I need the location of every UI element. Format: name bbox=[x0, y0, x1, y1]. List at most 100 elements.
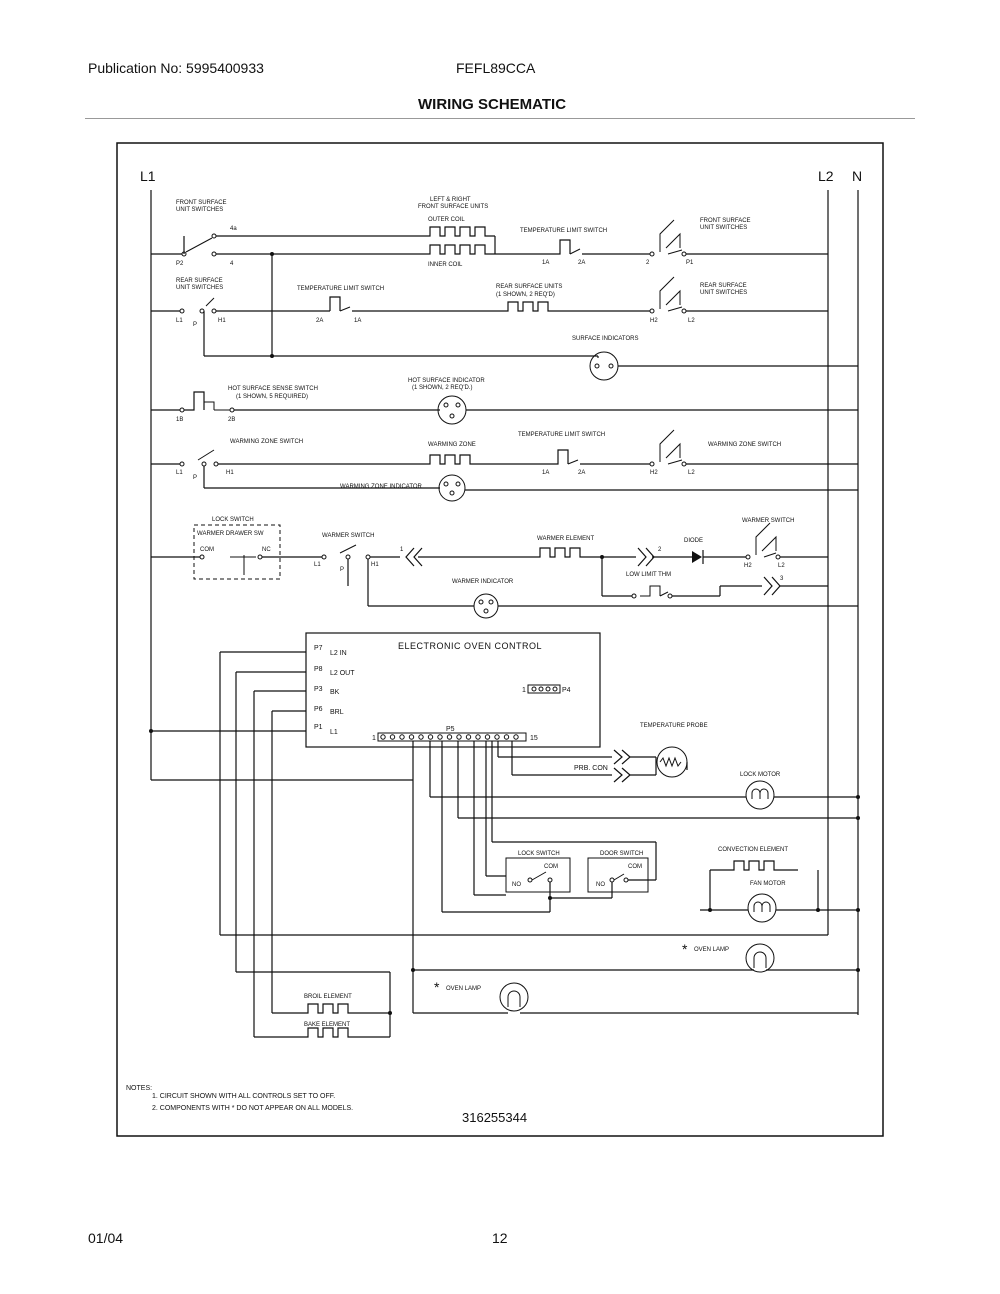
page-number: 12 bbox=[492, 1230, 508, 1246]
svg-text:BROIL ELEMENT: BROIL ELEMENT bbox=[304, 994, 352, 1000]
bus-l1-label: L1 bbox=[140, 168, 156, 184]
svg-text:L2 IN: L2 IN bbox=[330, 650, 347, 657]
svg-text:OVEN LAMP: OVEN LAMP bbox=[694, 947, 729, 953]
p5-pin bbox=[446, 734, 453, 740]
svg-text:P: P bbox=[193, 475, 197, 481]
svg-text:FAN MOTOR: FAN MOTOR bbox=[750, 881, 786, 887]
svg-text:LOCK SWITCH: LOCK SWITCH bbox=[212, 517, 254, 523]
svg-text:REAR SURFACE: REAR SURFACE bbox=[700, 283, 747, 289]
svg-text:3: 3 bbox=[780, 576, 784, 582]
svg-text:REAR SURFACE: REAR SURFACE bbox=[176, 278, 223, 284]
svg-text:2. COMPONENTS WITH * DO NOT A: 2. COMPONENTS WITH * DO NOT APPEAR ON AL… bbox=[152, 1105, 353, 1112]
svg-text:1A: 1A bbox=[354, 318, 361, 324]
svg-text:HOT SURFACE SENSE SWITCH: HOT SURFACE SENSE SWITCH bbox=[228, 386, 318, 392]
svg-text:LEFT & RIGHT: LEFT & RIGHT bbox=[430, 197, 471, 203]
svg-text:L2: L2 bbox=[688, 318, 695, 324]
svg-text:2B: 2B bbox=[228, 417, 235, 423]
convection-fan: CONVECTION ELEMENT FAN MOTOR bbox=[700, 847, 860, 923]
broil-bake-elements: BROIL ELEMENT BAKE ELEMENT bbox=[300, 994, 392, 1038]
p5-pin bbox=[427, 734, 434, 740]
svg-text:BRL: BRL bbox=[330, 709, 344, 716]
svg-text:P: P bbox=[193, 322, 197, 328]
svg-text:UNIT SWITCHES: UNIT SWITCHES bbox=[700, 225, 747, 231]
bus-l2-label: L2 bbox=[818, 168, 834, 184]
front-surface-circuit: FRONT SURFACE UNIT SWITCHES 4a P2 4 LEFT… bbox=[151, 197, 828, 356]
svg-text:WARMING ZONE SWITCH: WARMING ZONE SWITCH bbox=[230, 439, 303, 445]
svg-text:FRONT SURFACE: FRONT SURFACE bbox=[700, 218, 751, 224]
svg-text:REAR SURFACE UNITS: REAR SURFACE UNITS bbox=[496, 284, 562, 290]
svg-text:P2: P2 bbox=[176, 261, 184, 267]
svg-text:BK: BK bbox=[330, 689, 340, 696]
svg-text:2A: 2A bbox=[578, 260, 585, 266]
svg-text:WARMER DRAWER SW: WARMER DRAWER SW bbox=[197, 531, 264, 537]
svg-text:INNER COIL: INNER COIL bbox=[428, 262, 463, 268]
svg-text:FRONT SURFACE: FRONT SURFACE bbox=[176, 200, 227, 206]
svg-text:TEMPERATURE PROBE: TEMPERATURE PROBE bbox=[640, 723, 708, 729]
svg-text:WARMING ZONE SWITCH: WARMING ZONE SWITCH bbox=[708, 442, 781, 448]
p5-pin bbox=[494, 734, 500, 740]
svg-text:WARMER SWITCH: WARMER SWITCH bbox=[322, 533, 374, 539]
footer-date: 01/04 bbox=[88, 1230, 124, 1246]
svg-text:L2: L2 bbox=[778, 563, 785, 569]
svg-text:L2: L2 bbox=[688, 470, 695, 476]
p5-pin bbox=[465, 734, 472, 740]
svg-text:WARMING ZONE INDICATOR: WARMING ZONE INDICATOR bbox=[340, 484, 423, 490]
p5-pin bbox=[418, 734, 424, 740]
svg-text:L1: L1 bbox=[330, 729, 338, 736]
schematic-frame bbox=[116, 142, 884, 1137]
svg-text:P: P bbox=[340, 567, 344, 573]
svg-text:P8: P8 bbox=[314, 666, 323, 673]
svg-text:P4: P4 bbox=[562, 687, 571, 694]
svg-text:P6: P6 bbox=[314, 706, 323, 713]
svg-text:*: * bbox=[434, 979, 440, 995]
svg-text:TEMPERATURE LIMIT SWITCH: TEMPERATURE LIMIT SWITCH bbox=[297, 286, 384, 292]
svg-text:WARMER ELEMENT: WARMER ELEMENT bbox=[537, 536, 594, 542]
svg-text:NOTES:: NOTES: bbox=[126, 1085, 152, 1092]
svg-text:OVEN LAMP: OVEN LAMP bbox=[446, 986, 481, 992]
svg-text:COM: COM bbox=[544, 864, 558, 870]
svg-text:15: 15 bbox=[530, 735, 538, 742]
svg-text:4: 4 bbox=[230, 261, 234, 267]
svg-text:(1 SHOWN, 2 REQ'D): (1 SHOWN, 2 REQ'D) bbox=[496, 292, 555, 298]
svg-text:H2: H2 bbox=[650, 470, 658, 476]
svg-text:BAKE ELEMENT: BAKE ELEMENT bbox=[304, 1022, 350, 1028]
svg-text:L2 OUT: L2 OUT bbox=[330, 670, 355, 677]
svg-text:WARMER INDICATOR: WARMER INDICATOR bbox=[452, 579, 514, 585]
svg-text:UNIT SWITCHES: UNIT SWITCHES bbox=[176, 207, 223, 213]
svg-text:2A: 2A bbox=[578, 470, 585, 476]
p5-pin bbox=[484, 734, 491, 740]
p5-pin bbox=[456, 734, 462, 740]
p5-pin bbox=[437, 734, 443, 740]
svg-text:2: 2 bbox=[658, 547, 662, 553]
oven-lamps: * OVEN LAMP * OVEN LAMP bbox=[411, 780, 860, 1014]
svg-text:PRB. CON: PRB. CON bbox=[574, 765, 608, 772]
svg-text:FRONT SURFACE UNITS: FRONT SURFACE UNITS bbox=[418, 204, 488, 210]
svg-text:H1: H1 bbox=[371, 562, 379, 568]
svg-text:TEMPERATURE LIMIT SWITCH: TEMPERATURE LIMIT SWITCH bbox=[520, 228, 607, 234]
svg-text:1: 1 bbox=[372, 735, 376, 742]
svg-text:(1 SHOWN, 5 REQUIRED): (1 SHOWN, 5 REQUIRED) bbox=[236, 394, 308, 400]
p5-pin bbox=[475, 734, 481, 740]
page-title: WIRING SCHEMATIC bbox=[418, 96, 567, 113]
svg-text:P7: P7 bbox=[314, 645, 323, 652]
svg-text:NC: NC bbox=[262, 547, 271, 553]
svg-text:P1: P1 bbox=[314, 724, 323, 731]
svg-text:P1: P1 bbox=[686, 260, 694, 266]
svg-text:H2: H2 bbox=[650, 318, 658, 324]
svg-text:HOT SURFACE INDICATOR: HOT SURFACE INDICATOR bbox=[408, 378, 485, 384]
svg-text:*: * bbox=[682, 941, 688, 957]
svg-text:L1: L1 bbox=[314, 562, 321, 568]
svg-text:1: 1 bbox=[400, 547, 404, 553]
p5-pin bbox=[399, 734, 405, 740]
svg-text:H2: H2 bbox=[744, 563, 752, 569]
svg-text:OUTER COIL: OUTER COIL bbox=[428, 217, 465, 223]
lock-and-door-switches: LOCK SWITCH COM NO DOOR SWITCH COM NO bbox=[441, 741, 860, 913]
svg-text:2A: 2A bbox=[316, 318, 323, 324]
svg-text:WARMER SWITCH: WARMER SWITCH bbox=[742, 518, 794, 524]
bus-n-label: N bbox=[852, 168, 862, 184]
p5-pin bbox=[389, 734, 396, 740]
svg-text:COM: COM bbox=[628, 864, 642, 870]
svg-text:1. CIRCUIT SHOWN WITH ALL CON: 1. CIRCUIT SHOWN WITH ALL CONTROLS SET T… bbox=[152, 1093, 335, 1100]
svg-text:H1: H1 bbox=[218, 318, 226, 324]
notes: NOTES: 1. CIRCUIT SHOWN WITH ALL CONTROL… bbox=[126, 1085, 353, 1112]
